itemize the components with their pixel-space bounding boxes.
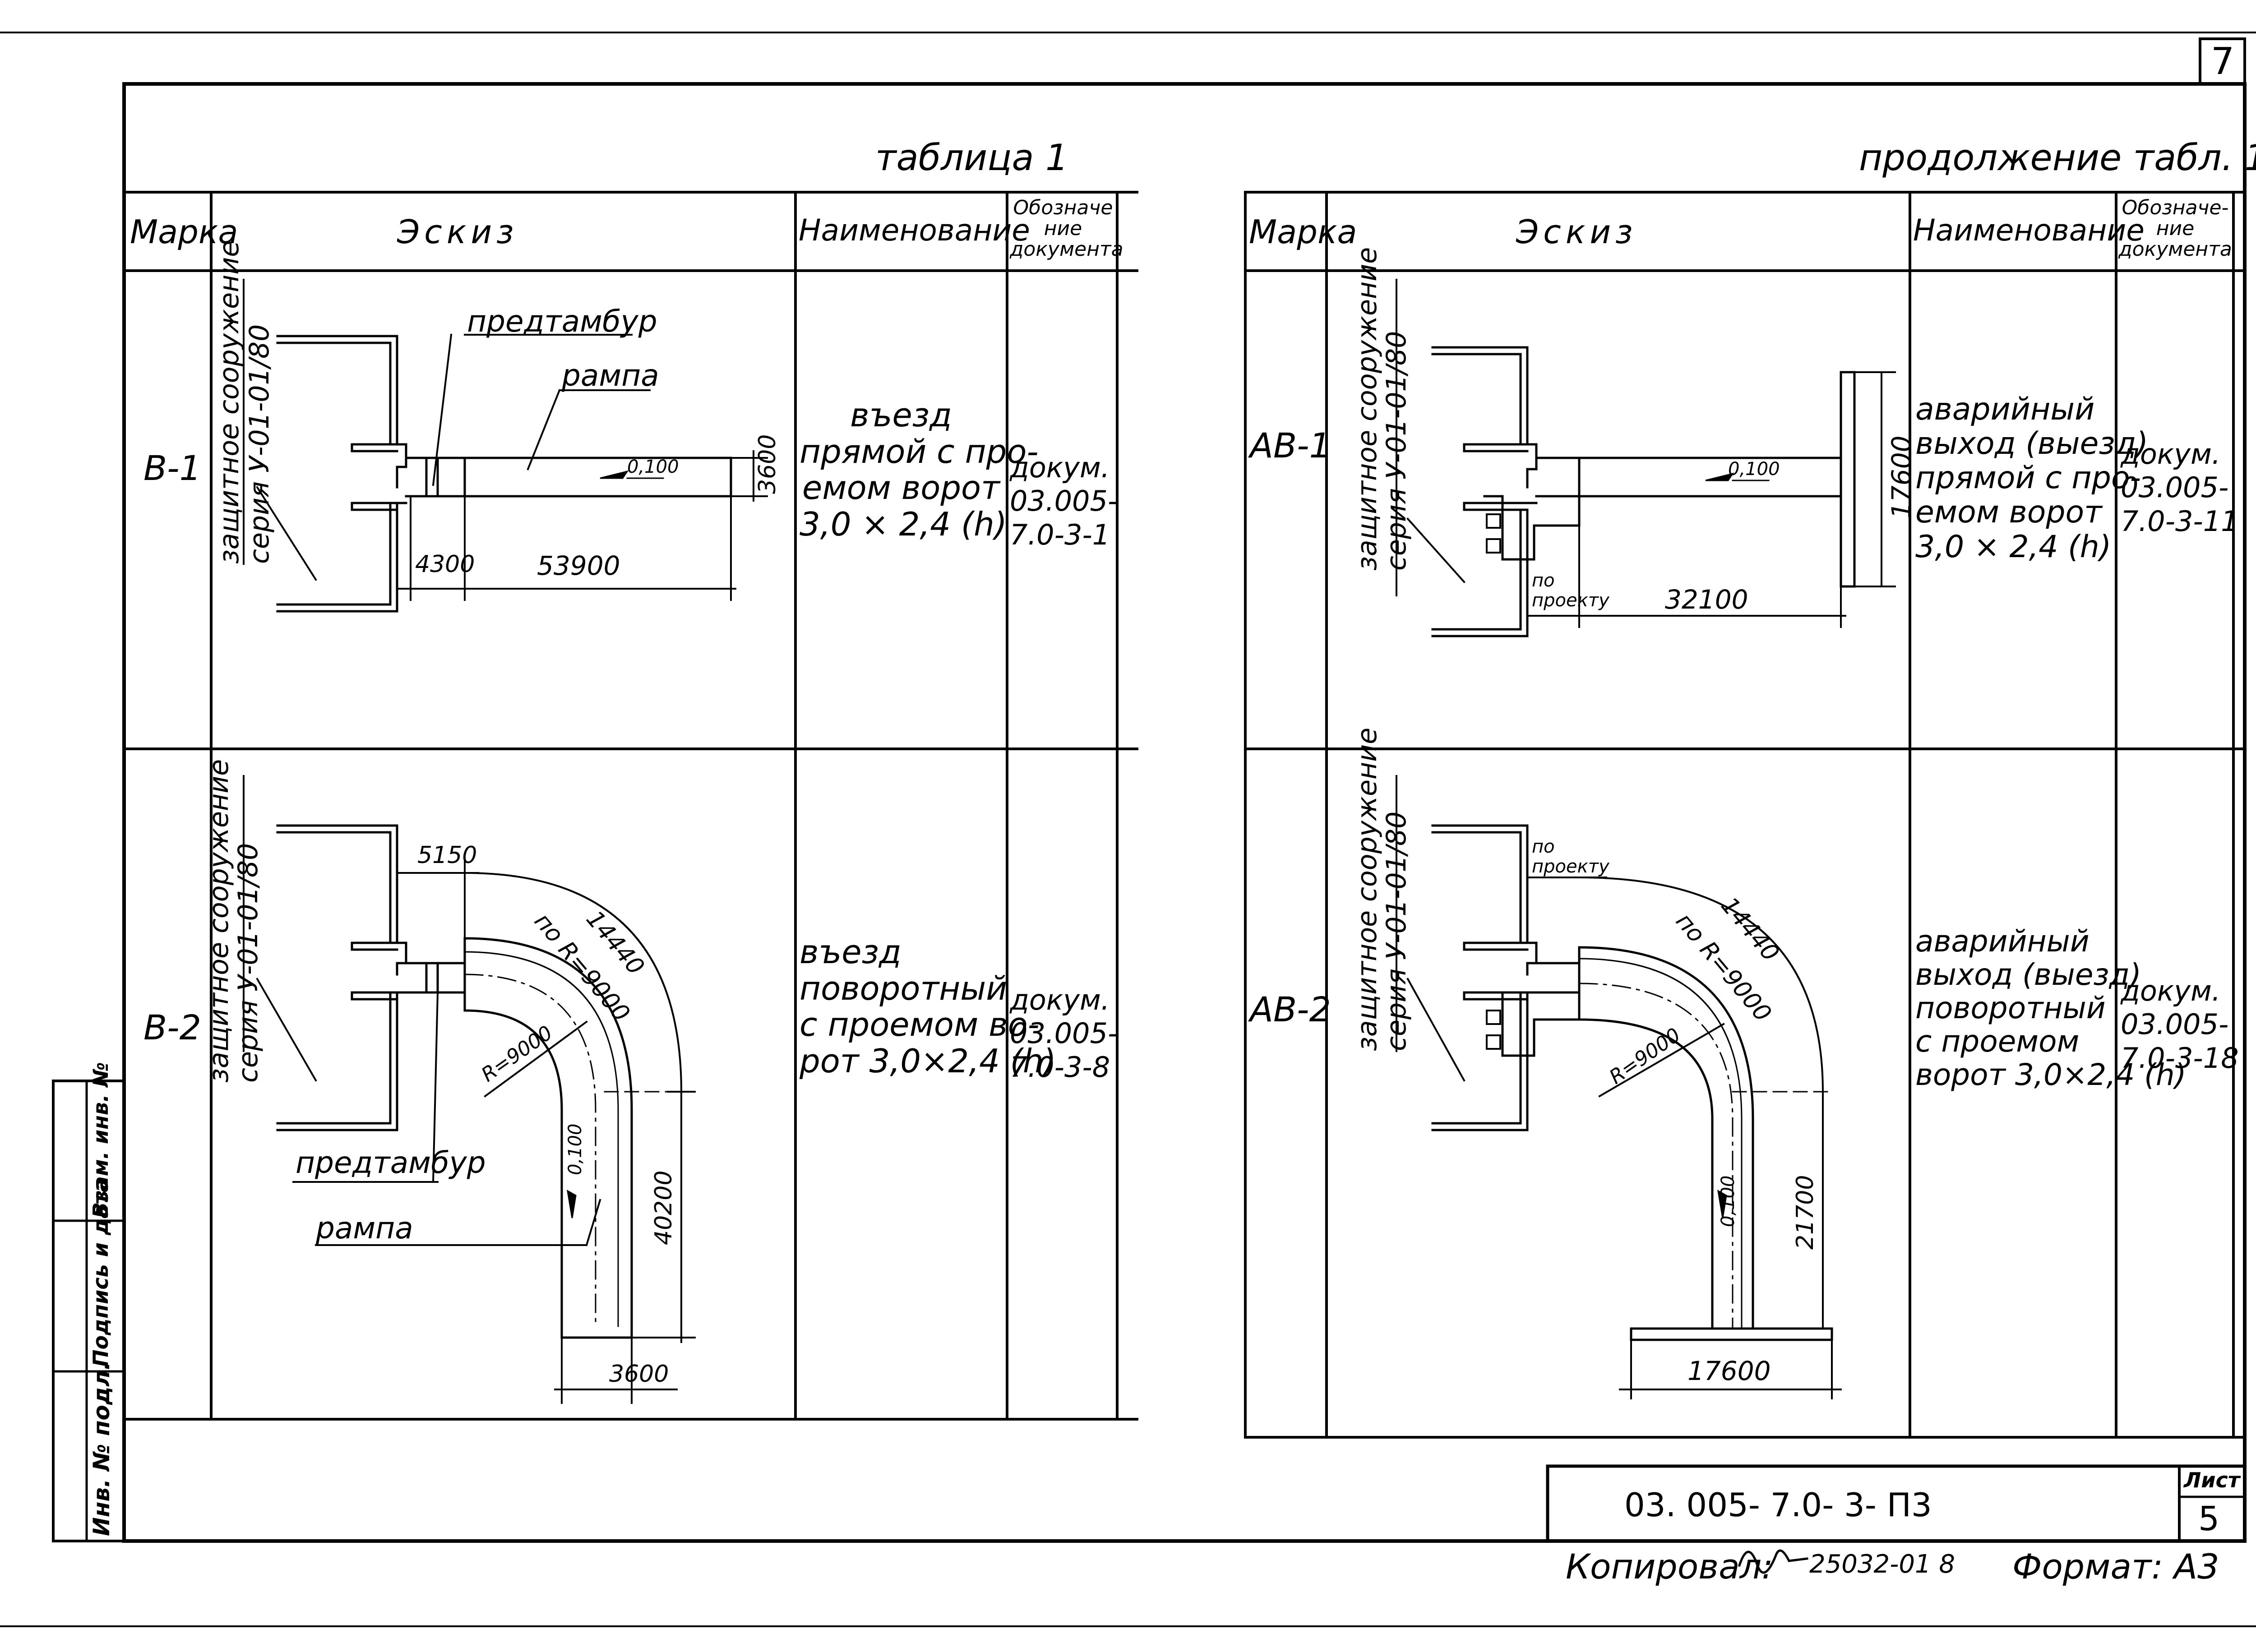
row-name-ab1: аварийный выход (выезд) прямой с про- ем…	[1915, 392, 2149, 565]
row-mark-ab2: АВ-2	[1250, 989, 1331, 1029]
row-doc-ab2: докум. 03.005- 7.0-3-18	[2121, 974, 2239, 1075]
label-ramp-b1: рампа	[562, 358, 659, 393]
dim-4300-b1: 4300	[415, 551, 475, 578]
side-note-bottom-ab1: серия У-01-01/80	[1381, 331, 1412, 571]
sketch-ab2	[1396, 775, 1842, 1399]
format-label: Формат: А3	[2012, 1546, 2219, 1587]
list-label: Лист	[2184, 1468, 2240, 1492]
side-note-top-ab2: защитное сооружение	[1351, 727, 1383, 1051]
copied-label: Копировал:	[1566, 1546, 1773, 1587]
right-header-mark: Марка	[1249, 213, 1357, 251]
label-pretambur-b2: предтамбур	[296, 1145, 486, 1180]
row-name-b1: въезд прямой с про- емом ворот 3,0 × 2,4…	[800, 396, 1039, 543]
dim-3600-b1: 3600	[754, 434, 781, 494]
label-ramp-b2: рампа	[316, 1211, 413, 1246]
row-mark-ab1: АВ-1	[1250, 425, 1331, 466]
document-code: 03. 005- 7.0- 3- П3	[1624, 1486, 1932, 1524]
dim-17600-ab2: 17600	[1687, 1356, 1771, 1386]
row-mark-b1: В-1	[143, 448, 201, 488]
side-note-bottom-b1: серия У-01-01/80	[244, 324, 275, 564]
row-doc-b1: докум. 03.005- 7.0-3-1	[1010, 451, 1118, 551]
slope-b2: 0,100	[565, 1123, 586, 1175]
left-header-mark: Марка	[130, 213, 238, 251]
side-note-top-b2: защитное сооружение	[203, 759, 235, 1083]
slope-ab1: 0,100	[1728, 459, 1780, 480]
side-note-top-b1: защитное сооружение	[213, 240, 245, 564]
left-header-name: Наименование	[799, 213, 1030, 248]
right-header-sketch: Эскиз	[1516, 213, 1637, 251]
stamp-replaced-inv: Взам. инв. №	[88, 1062, 113, 1218]
left-table-title: таблица 1	[875, 137, 1068, 179]
right-header-name: Наименование	[1913, 213, 2145, 248]
stamp-inv-podl: Инв. № подл.	[88, 1361, 115, 1536]
label-pretambur-b1: предтамбур	[467, 304, 657, 339]
row-doc-b2: докум. 03.005- 7.0-3-8	[1010, 983, 1118, 1084]
side-note-bottom-b2: серия У-01-01/80	[232, 843, 264, 1083]
dim-5150-b2: 5150	[417, 842, 477, 869]
left-header-sketch: Эскиз	[397, 213, 518, 251]
side-note-bottom-ab2: серия У-01-01/80	[1381, 811, 1412, 1051]
slope-b1: 0,100	[627, 457, 679, 477]
sketch-b1	[243, 279, 768, 613]
dim-53900-b1: 53900	[537, 550, 620, 581]
dim-40200-b2: 40200	[650, 1170, 677, 1245]
dim-21700-ab2: 21700	[1792, 1175, 1819, 1250]
list-number: 5	[2198, 1500, 2220, 1538]
dim-17600-ab1: 17600	[1886, 435, 1917, 519]
side-note-top-ab1: защитное сооружение	[1351, 247, 1383, 571]
slope-ab2: 0,100	[1718, 1175, 1738, 1227]
row-name-ab2: аварийный выход (выезд) поворотный с про…	[1915, 924, 2187, 1092]
left-header-doc: Обозначе ние документа	[1010, 196, 1123, 261]
copied-code: 25032-01 8	[1809, 1550, 1956, 1579]
copier-signature	[1738, 1549, 1808, 1574]
sketch-b2	[243, 775, 696, 1404]
right-header-doc: Обозначе- ние документа	[2118, 196, 2232, 261]
row-name-b2: въезд поворотный с проемом во- рот 3,0×2…	[800, 933, 1056, 1080]
row-doc-ab1: докум. 03.005- 7.0-3-11	[2121, 438, 2239, 538]
sketch-ab1	[1396, 279, 1896, 637]
dim-project-ab2: по проекту	[1532, 836, 1609, 877]
right-table-title: продолжение табл. 1	[1859, 137, 2256, 179]
row-mark-b2: В-2	[143, 1007, 201, 1047]
page-number: 7	[2211, 40, 2235, 83]
dim-32100-ab1: 32100	[1665, 584, 1748, 615]
dim-3600-b2: 3600	[609, 1361, 669, 1388]
dim-project-ab1: по проекту	[1532, 570, 1609, 611]
